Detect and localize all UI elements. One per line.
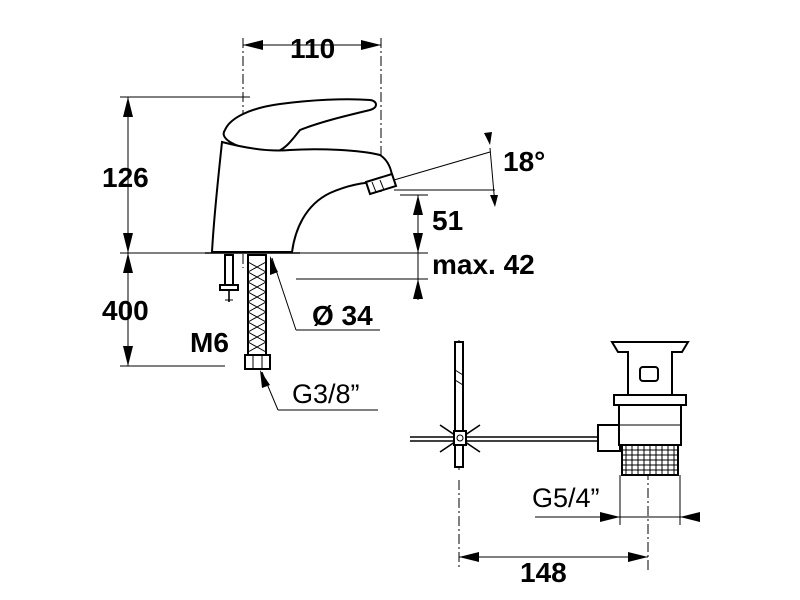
dim-spout-height [300, 194, 428, 254]
dim-hole-diameter [270, 256, 380, 331]
label-waste-length: 148 [520, 557, 567, 588]
label-stud-thread: M6 [190, 327, 229, 358]
supply-hose [244, 254, 271, 370]
label-width-top: 110 [290, 33, 335, 64]
label-height-body: 126 [102, 162, 149, 193]
dim-angle [393, 132, 498, 207]
label-waste-thread: G5/4” [532, 483, 600, 513]
mounting-stud [219, 254, 239, 302]
label-hole-diameter: Ø 34 [312, 300, 373, 331]
label-spout-height: 51 [432, 205, 463, 236]
label-angle: 18° [503, 146, 545, 177]
dim-hose-thread [260, 370, 378, 411]
dim-width-top [243, 40, 381, 50]
dim-max-thickness [296, 253, 428, 300]
dim-hose-length [120, 253, 225, 367]
label-hose-thread: G3/8” [292, 379, 360, 409]
pop-up-waste [410, 341, 690, 476]
dim-waste-length [459, 552, 648, 562]
dim-waste-thread [535, 475, 700, 525]
faucet-body [205, 98, 398, 254]
label-max-thickness: max. 42 [432, 249, 535, 280]
dim-height-body [120, 96, 250, 254]
label-hose-length: 400 [102, 295, 149, 326]
